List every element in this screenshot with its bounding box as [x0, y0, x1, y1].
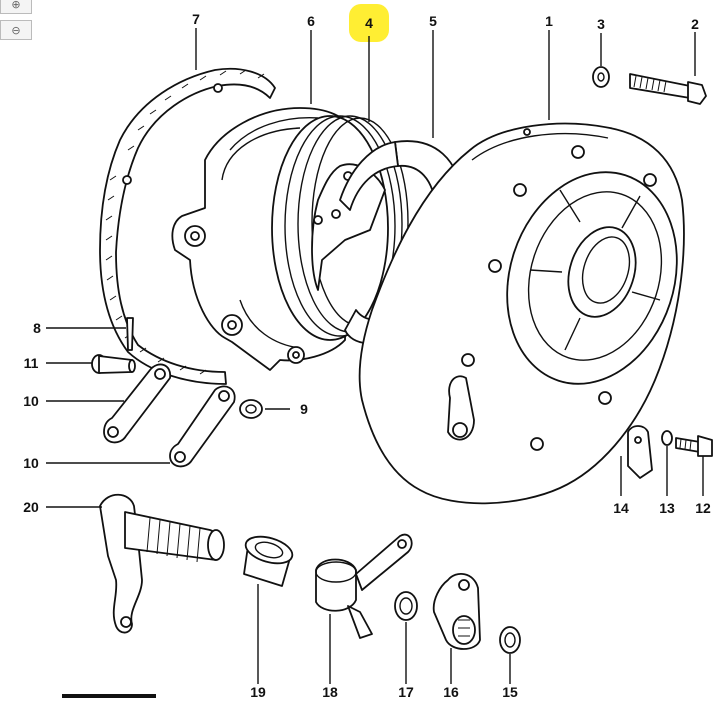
part-bracket	[627, 425, 653, 479]
part-gasket	[99, 67, 276, 385]
callout-3: 3	[597, 16, 605, 32]
zoom-out-button[interactable]: ⊖	[0, 20, 32, 40]
part-washer-9	[239, 399, 263, 419]
callout-10b: 10	[23, 455, 39, 471]
part-stud	[91, 354, 136, 374]
callout-4: 4	[365, 15, 373, 31]
callout-17: 17	[398, 684, 414, 698]
footer-bar	[62, 694, 156, 698]
callout-12: 12	[695, 500, 711, 516]
callout-7: 7	[192, 11, 200, 27]
callout-highlight	[349, 4, 389, 42]
part-washer-15	[499, 626, 521, 654]
callout-18: 18	[322, 684, 338, 698]
callout-10a: 10	[23, 393, 39, 409]
callout-13: 13	[659, 500, 675, 516]
part-link-lower	[169, 385, 236, 468]
callout-5: 5	[429, 13, 437, 29]
zoom-out-icon: ⊖	[11, 23, 21, 37]
part-pin	[126, 317, 134, 351]
part-cam	[432, 573, 481, 650]
callout-9: 9	[300, 401, 308, 417]
callout-8: 8	[33, 320, 41, 336]
part-bushing	[243, 535, 294, 587]
part-bolt-12	[675, 435, 713, 457]
callout-6: 6	[307, 13, 315, 29]
callouts: 1 2 3 4 5 6 7 8 9 10 10 11 12 13 14 15 1…	[23, 11, 711, 700]
callout-1: 1	[545, 13, 553, 29]
part-shift-fork	[315, 533, 413, 639]
zoom-in-icon: ⊕	[11, 0, 21, 11]
part-link-upper	[103, 363, 171, 444]
leader-lines	[46, 28, 704, 684]
part-shaft-lever	[99, 493, 225, 634]
callout-19: 19	[250, 684, 266, 698]
part-washer-17	[394, 591, 418, 621]
callout-16: 16	[443, 684, 459, 698]
part-washer-13	[661, 430, 673, 446]
part-bolt-2	[629, 73, 707, 105]
callout-14: 14	[613, 500, 629, 516]
callout-2: 2	[691, 16, 699, 32]
callout-20: 20	[23, 499, 39, 515]
zoom-in-button[interactable]: ⊕	[0, 0, 32, 14]
part-cover	[358, 122, 685, 505]
part-washer-3	[592, 66, 610, 88]
callout-11: 11	[24, 355, 39, 371]
callout-15: 15	[502, 684, 518, 698]
